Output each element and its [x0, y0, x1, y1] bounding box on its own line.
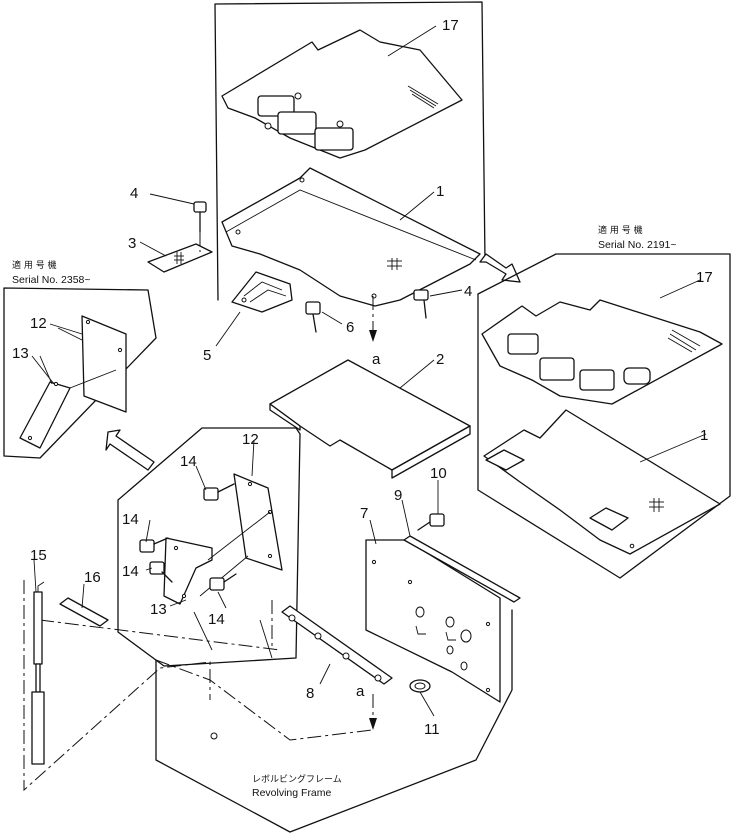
label-17-top: 17 [442, 17, 459, 34]
revolving-frame [23, 580, 513, 833]
label-3: 3 [128, 235, 136, 252]
strip-9 [403, 535, 521, 603]
ref-arrow-bottom [369, 694, 377, 730]
label-6: 6 [346, 319, 354, 336]
left-serial-note: Serial No. 2358~ [12, 274, 91, 286]
bolt-4-right [413, 289, 429, 319]
label-14-a: 14 [180, 453, 197, 470]
small-plate [147, 243, 213, 273]
part-labels: 17 1 4 3 4 5 6 a 2 17 1 12 13 12 14 14 1… [12, 17, 713, 738]
arrow-to-right-view [479, 253, 521, 283]
floor-plate-top [221, 167, 481, 307]
floor-mat-top [221, 29, 463, 159]
bolt-10 [417, 513, 445, 531]
label-1-right: 1 [700, 427, 708, 444]
bolt-14-a [203, 483, 235, 501]
label-13-left: 13 [12, 345, 29, 362]
leader-lines [33, 25, 707, 717]
left-detail-view [3, 287, 157, 459]
label-9: 9 [394, 487, 402, 504]
bolt-14-b [139, 537, 169, 553]
label-17-right: 17 [696, 269, 713, 286]
label-4-right: 4 [464, 283, 472, 300]
right-serial-note: Serial No. 2191~ [598, 239, 677, 251]
right-detail-view [477, 253, 731, 579]
cover-board-2 [269, 359, 471, 479]
bolt-14-c [149, 561, 173, 583]
grate-mark-right [649, 498, 664, 512]
bolt-4-upper [193, 201, 207, 252]
label-a-bottom: a [356, 683, 365, 700]
label-12-center: 12 [242, 431, 259, 448]
serial-notes: 適 用 号 機 Serial No. 2358~ 適 用 号 機 Serial … [12, 224, 677, 799]
rail-8 [281, 605, 393, 685]
label-15: 15 [30, 547, 47, 564]
bolt-6 [305, 301, 321, 333]
label-8: 8 [306, 685, 314, 702]
label-12-left: 12 [30, 315, 47, 332]
label-2: 2 [436, 351, 444, 368]
rubber-16 [59, 597, 109, 627]
top-detail-frame [214, 1, 486, 301]
ref-arrow-top [369, 296, 377, 342]
arrow-to-left-view [105, 429, 155, 471]
label-14-c: 14 [122, 563, 139, 580]
grommet-11 [409, 679, 431, 693]
label-1-top: 1 [436, 183, 444, 200]
label-16: 16 [84, 569, 101, 586]
rod-15 [31, 581, 45, 765]
label-11: 11 [424, 721, 440, 738]
label-14-b: 14 [122, 511, 139, 528]
center-detail-view [117, 427, 301, 667]
frame-label-en: Revolving Frame [252, 787, 332, 799]
bracket-5 [231, 271, 293, 313]
grate-mark [387, 258, 402, 270]
bolt-14-d [209, 573, 237, 591]
label-7: 7 [360, 505, 368, 522]
left-applicable-jp: 適 用 号 機 [12, 259, 57, 271]
label-4-upper: 4 [130, 185, 138, 202]
frame-label-jp: レボルビングフレーム [252, 773, 342, 785]
label-13-center: 13 [150, 601, 167, 618]
right-applicable-jp: 適 用 号 機 [598, 224, 643, 236]
label-a-top: a [372, 351, 381, 368]
label-10: 10 [430, 465, 447, 482]
label-5: 5 [203, 347, 211, 364]
label-14-d: 14 [208, 611, 225, 628]
